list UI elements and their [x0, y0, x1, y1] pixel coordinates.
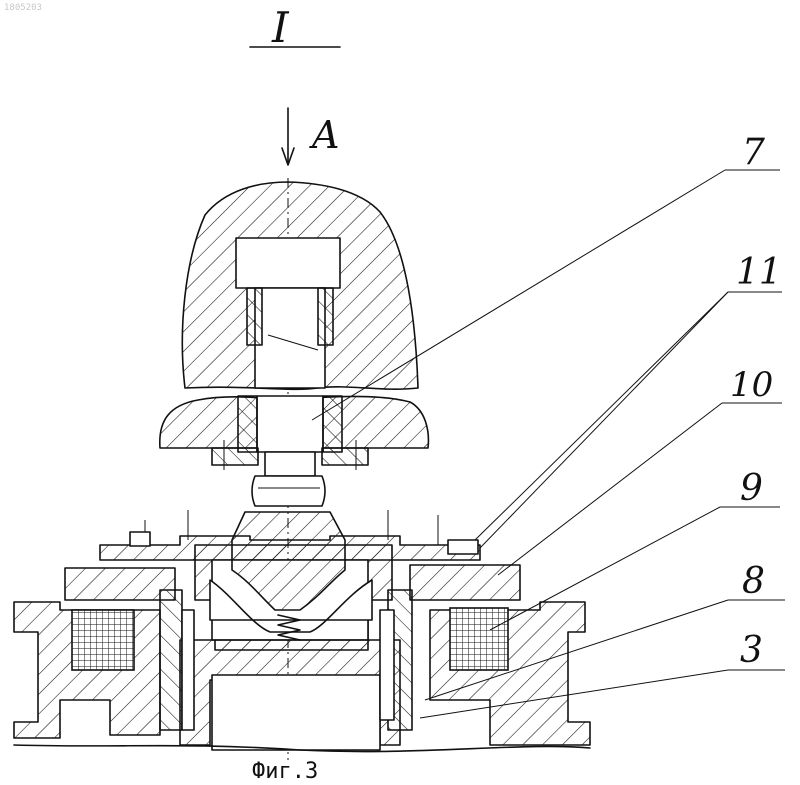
callout-3-label: 3	[740, 630, 763, 671]
view-label: I	[271, 3, 290, 52]
callout-10-label: 10	[730, 365, 773, 405]
callout-11-label: 11	[736, 252, 782, 293]
knob-cap	[160, 182, 429, 470]
coil-right	[450, 608, 508, 670]
watermark-text: 1805203	[4, 3, 42, 13]
figure-caption: Фиг.3	[252, 759, 318, 784]
callout-8-label: 8	[742, 561, 765, 602]
view-arrow-a: A	[282, 108, 339, 165]
callout-7-label: 7	[742, 132, 765, 173]
shaft	[252, 452, 325, 506]
view-label-group: I	[250, 3, 340, 52]
coil-left	[72, 610, 134, 670]
lower-housing	[14, 510, 590, 752]
callout-9-label: 9	[740, 468, 763, 509]
arrow-label: A	[309, 113, 339, 157]
